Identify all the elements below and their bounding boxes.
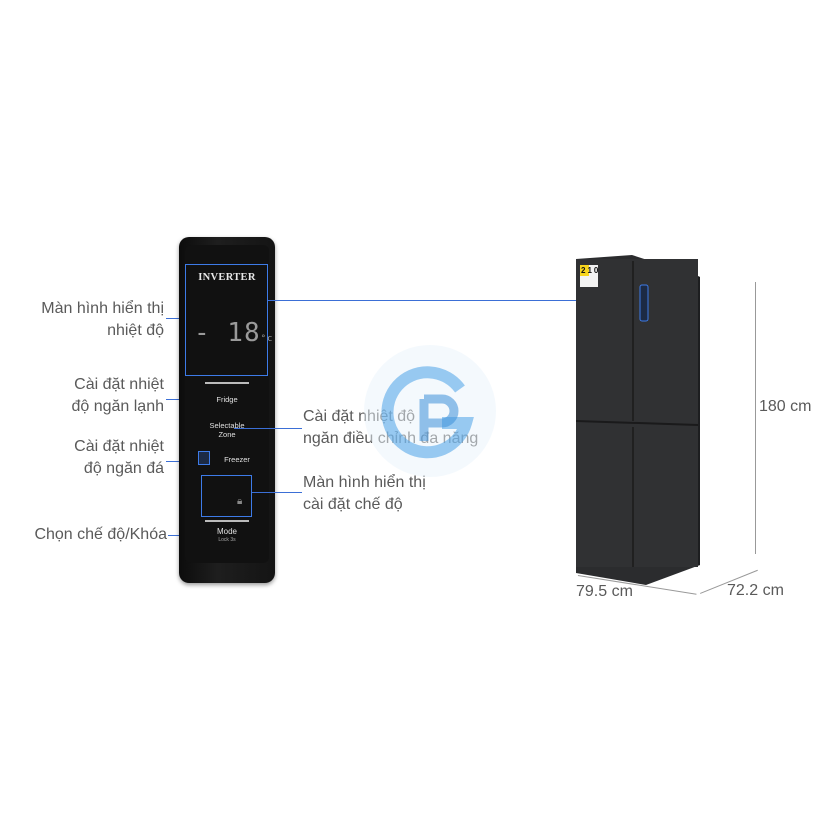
freezer-icon	[198, 451, 210, 465]
energy-year: 10	[587, 266, 601, 275]
label-mode-display: Màn hình hiển thị cài đặt chế độ	[303, 472, 426, 516]
leader-line	[166, 318, 186, 319]
label-line: Cài đặt nhiệt	[74, 438, 164, 455]
lock-icon: 🔒︎	[237, 496, 243, 507]
leader-line	[234, 428, 302, 429]
temperature-readout: - 18°c	[194, 318, 273, 348]
height-label: 180 cm	[759, 398, 812, 415]
mode-button[interactable]: Mode Lock 3s	[192, 527, 262, 545]
watermark-logo	[364, 345, 496, 477]
label-mode-lock: Chọn chế độ/Khóa	[34, 526, 167, 543]
freezer-button[interactable]: Freezer	[224, 455, 250, 464]
temperature-unit: °c	[260, 334, 274, 344]
mode-label: Mode	[216, 527, 237, 536]
label-line: Màn hình hiển thị	[303, 474, 426, 491]
width-label: 79.5 cm	[576, 583, 633, 600]
label-display-temp: Màn hình hiển thị nhiệt độ	[41, 298, 164, 342]
label-line: Màn hình hiển thị	[41, 300, 164, 317]
leader-line	[252, 492, 302, 493]
lock-hint: Lock 3s	[218, 537, 236, 543]
label-line: cài đặt chế độ	[303, 496, 403, 513]
zone-line: Zone	[218, 430, 236, 439]
label-line: độ ngăn lạnh	[71, 398, 164, 415]
energy-rating: 2	[581, 266, 588, 275]
selectable-zone-button[interactable]: Selectable Zone	[192, 421, 262, 439]
label-line: độ ngăn đá	[83, 460, 164, 477]
mode-display-highlight	[201, 475, 252, 517]
fridge-bar	[205, 382, 249, 384]
control-panel	[179, 237, 275, 583]
label-freezer-temp: Cài đặt nhiệt độ ngăn đá	[74, 436, 164, 480]
energy-label-text: 210	[581, 266, 600, 275]
fridge-button[interactable]: Fridge	[216, 395, 238, 404]
panel-face	[185, 245, 269, 563]
mode-bar	[205, 520, 249, 522]
temperature-value: - 18	[194, 318, 261, 348]
zone-line: Selectable	[209, 421, 245, 430]
depth-label: 72.2 cm	[727, 582, 784, 599]
brand-inverter: INVERTER	[198, 272, 256, 283]
label-line: Cài đặt nhiệt	[74, 376, 164, 393]
label-line: nhiệt độ	[107, 322, 164, 339]
temperature-display-highlight	[185, 264, 268, 376]
height-dimension-line	[755, 282, 756, 554]
label-fridge-temp: Cài đặt nhiệt độ ngăn lạnh	[71, 374, 164, 418]
leader-line	[268, 300, 638, 301]
refrigerator-image	[576, 255, 700, 585]
